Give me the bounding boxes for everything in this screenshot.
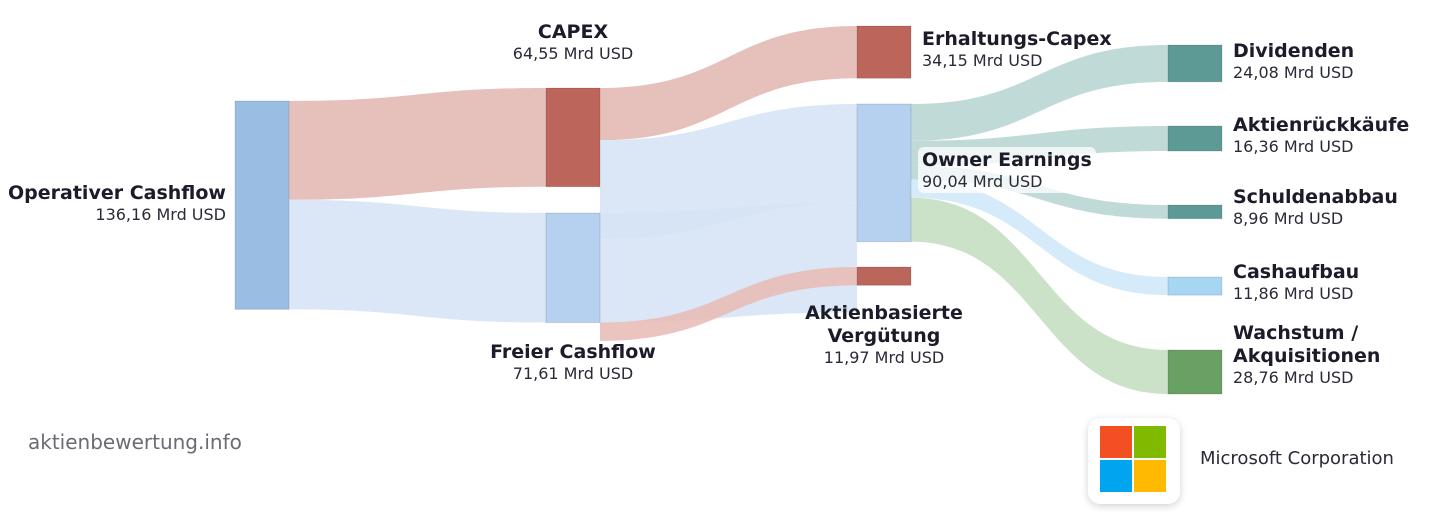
label-cash: Cashaufbau 11,86 Mrd USD (1233, 261, 1359, 303)
node-bar-maint (856, 25, 912, 79)
node-bar-owner (856, 103, 912, 243)
node-bar-ocf (234, 100, 290, 310)
node-name-div: Dividenden (1233, 40, 1355, 62)
sankey-links (289, 26, 1168, 395)
node-name-ocf: Operativer Cashflow (8, 182, 226, 204)
node-value-maint: 34,15 Mrd USD (922, 50, 1043, 70)
logo-square-red (1100, 426, 1132, 458)
node-value-div: 24,08 Mrd USD (1233, 62, 1354, 82)
link-fcf-owner (600, 202, 857, 323)
node-name-buy: Aktienrückkäufe (1233, 114, 1410, 136)
node-value-debt: 8,96 Mrd USD (1233, 208, 1344, 228)
link-ocf-capex (289, 88, 546, 200)
node-name-maint: Erhaltungs-Capex (922, 28, 1112, 50)
node-value-cash: 11,86 Mrd USD (1233, 283, 1354, 303)
node-bar-debt (1167, 204, 1223, 220)
node-name-fcf: Freier Cashflow (490, 341, 656, 363)
label-div: Dividenden 24,08 Mrd USD (1233, 40, 1354, 82)
node-bar-sbc (856, 266, 912, 286)
node-value-buy: 16,36 Mrd USD (1233, 136, 1354, 156)
link-owner-growth (911, 197, 1168, 395)
node-value-sbc: 11,97 Mrd USD (823, 347, 945, 367)
link-fcf-sbc (600, 267, 857, 341)
node-name-debt: Schuldenabbau (1233, 186, 1398, 208)
microsoft-logo-icon (1100, 426, 1166, 492)
node-name-cash: Cashaufbau (1233, 261, 1360, 283)
node-value-capex: 64,55 Mrd USD (512, 43, 634, 63)
node-value-growth: 28,76 Mrd USD (1233, 367, 1354, 387)
label-capex: CAPEX 64,55 Mrd USD (513, 21, 633, 63)
node-name-capex: CAPEX (537, 21, 609, 43)
node-bar-growth (1167, 349, 1223, 395)
label-sbc: Aktienbasierte Vergütung 11,97 Mrd USD (789, 302, 979, 367)
label-owner: Owner Earnings 90,04 Mrd USD (918, 147, 1096, 193)
link-owner-div (911, 45, 1168, 141)
label-growth: Wachstum / Akquisitionen 28,76 Mrd USD (1233, 322, 1423, 387)
node-name-growth: Wachstum / Akquisitionen (1233, 322, 1381, 367)
node-value-fcf: 71,61 Mrd USD (512, 363, 634, 383)
logo-square-green (1134, 426, 1166, 458)
sankey-nodes (234, 25, 1223, 395)
node-bar-fcf (545, 212, 601, 324)
logo-square-yellow (1134, 460, 1166, 492)
node-name-sbc: Aktienbasierte Vergütung (805, 302, 963, 347)
node-bar-cash (1167, 276, 1223, 296)
label-buy: Aktienrückkäufe 16,36 Mrd USD (1233, 114, 1409, 156)
link-ocf-fcf (289, 199, 546, 323)
site-watermark: aktienbewertung.info (28, 430, 242, 454)
node-name-owner: Owner Earnings (922, 149, 1092, 171)
node-value-owner: 90,04 Mrd USD (922, 171, 1043, 191)
company-name: Microsoft Corporation (1200, 448, 1394, 469)
link-owner-cash (911, 179, 1168, 296)
label-fcf: Freier Cashflow 71,61 Mrd USD (490, 341, 656, 383)
logo-square-blue (1100, 460, 1132, 492)
label-ocf: Operativer Cashflow 136,16 Mrd USD (4, 180, 230, 226)
node-value-ocf: 136,16 Mrd USD (95, 204, 226, 224)
label-debt: Schuldenabbau 8,96 Mrd USD (1233, 186, 1398, 228)
node-bar-capex (545, 87, 601, 188)
node-bar-div (1167, 44, 1223, 83)
link-capex-maint (600, 26, 857, 141)
company-logo-card (1088, 418, 1180, 504)
label-maint: Erhaltungs-Capex 34,15 Mrd USD (922, 28, 1112, 70)
node-bar-buy (1167, 125, 1223, 152)
